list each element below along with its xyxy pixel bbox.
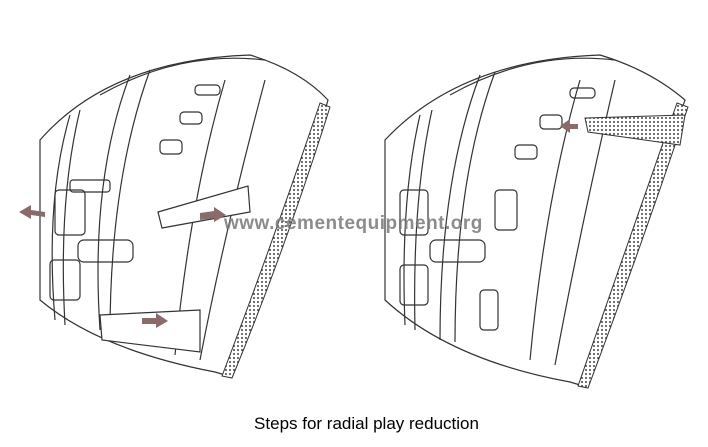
segment-before (19, 54, 331, 379)
shim-plate-2 (99, 309, 201, 353)
shim-plate (584, 114, 686, 146)
arrow-left-icon (560, 119, 578, 133)
diagram (19, 54, 689, 389)
arrow-left-icon (19, 205, 45, 219)
arrow-right-icon (142, 313, 168, 328)
shim-plate-1 (157, 185, 251, 229)
figure-caption: Steps for radial play reduction (254, 414, 479, 433)
watermark: www.cementequipment.org (224, 213, 483, 234)
segment-after (384, 54, 689, 389)
arrow-right-icon (200, 207, 226, 222)
